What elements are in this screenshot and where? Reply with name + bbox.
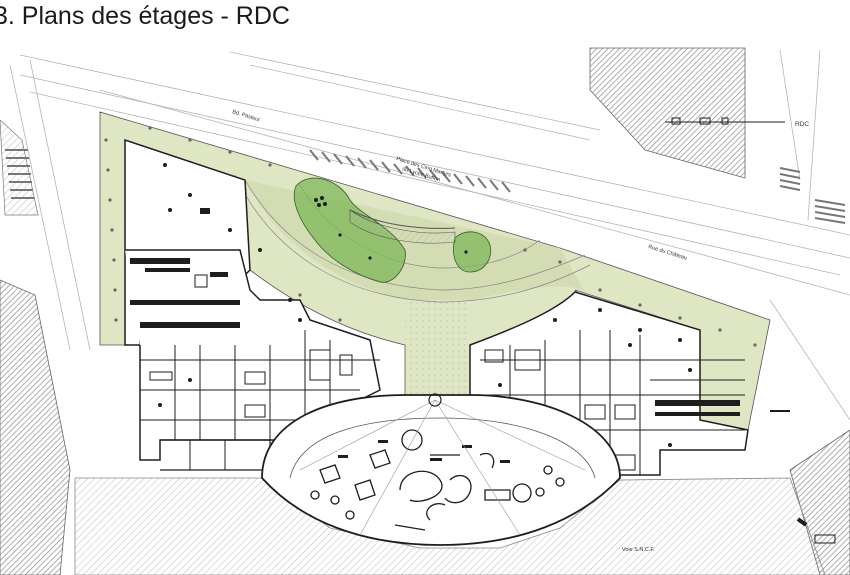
label-voie-sncf: Voie S.N.C.F. — [622, 547, 655, 553]
hatched-building-left — [0, 279, 71, 575]
hatched-building-top-right — [589, 47, 746, 179]
left-building-details — [130, 163, 353, 418]
street-lines — [9, 49, 850, 421]
planter-arc — [349, 209, 456, 229]
tree-dots — [314, 196, 468, 260]
hall-furniture — [310, 429, 565, 531]
hall-spokes — [299, 399, 586, 536]
planter-right — [453, 231, 492, 273]
central-hall-inner — [289, 417, 596, 479]
section-tag — [665, 117, 785, 125]
planter-cover — [349, 209, 456, 244]
planter-left — [293, 177, 406, 283]
bottom-right-details — [770, 410, 836, 544]
right-building-details — [484, 308, 740, 471]
label-bd-pasteur: Bd. Pasteur — [231, 109, 260, 123]
hall-fixtures — [338, 440, 510, 463]
landscape-dots — [104, 126, 757, 347]
central-hall — [261, 394, 621, 546]
crosswalk-right — [779, 167, 846, 224]
slide-title: 3. Plans des étages - RDC — [0, 2, 290, 30]
crosswalk-top — [309, 149, 511, 193]
hatched-block-left-top — [0, 119, 39, 216]
label-rue-chateau: Rue du Château — [647, 244, 687, 261]
crosswalk-left — [5, 149, 34, 199]
central-passage — [405, 300, 470, 395]
section-tag-label: RDC — [795, 121, 809, 128]
